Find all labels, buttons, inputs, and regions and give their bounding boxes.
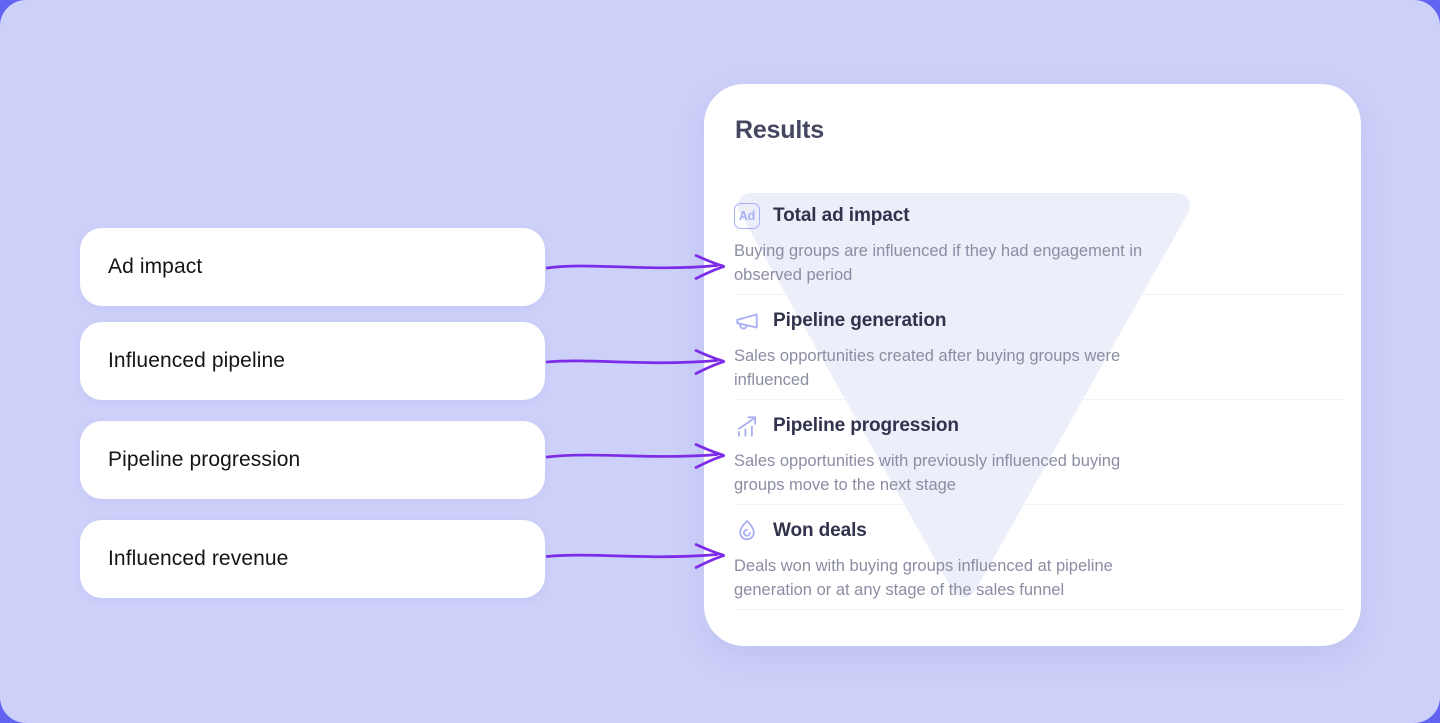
- connector-arrow-ad-impact: [546, 254, 725, 280]
- result-description: Buying groups are influenced if they had…: [734, 242, 1143, 284]
- label-card-influenced-pipeline: Influenced pipeline: [80, 322, 545, 400]
- result-title: Pipeline progression: [773, 415, 959, 436]
- trend-chart-icon: [737, 416, 757, 437]
- result-description: Sales opportunities with previously infl…: [734, 452, 1121, 494]
- result-row-pipeline-generation: Pipeline generation Sales opportunities …: [734, 295, 1345, 400]
- label-text: Influenced pipeline: [108, 349, 286, 372]
- label-card-pipeline-progression: Pipeline progression: [80, 421, 545, 499]
- result-row-pipeline-progression: Pipeline progression Sales opportunities…: [734, 400, 1345, 505]
- result-row-won-deals: Won deals Deals won with buying groups i…: [734, 505, 1345, 610]
- result-description: Deals won with buying groups influenced …: [734, 557, 1113, 599]
- result-description: Sales opportunities created after buying…: [734, 347, 1121, 389]
- connector-arrow-pipeline-progression: [546, 443, 725, 469]
- label-text: Ad impact: [108, 255, 203, 278]
- label-card-influenced-revenue: Influenced revenue: [80, 520, 545, 598]
- connector-arrow-influenced-revenue: [546, 543, 725, 569]
- connector-arrow-influenced-pipeline: [546, 349, 725, 375]
- result-row-total-ad-impact: Ad Total ad impact Buying groups are inf…: [734, 190, 1345, 295]
- label-text: Influenced revenue: [108, 547, 289, 570]
- flame-icon: [739, 520, 755, 541]
- results-panel: Results Ad Total ad impact Buying groups…: [704, 84, 1361, 646]
- result-title: Won deals: [773, 520, 867, 541]
- results-title: Results: [735, 116, 824, 144]
- label-card-ad-impact: Ad impact: [80, 228, 545, 306]
- megaphone-icon: [736, 313, 758, 330]
- ad-badge-icon: Ad: [734, 203, 760, 229]
- label-text: Pipeline progression: [108, 448, 301, 471]
- result-title: Pipeline generation: [773, 310, 947, 331]
- result-title: Total ad impact: [773, 205, 910, 226]
- results-list: Ad Total ad impact Buying groups are inf…: [734, 190, 1345, 610]
